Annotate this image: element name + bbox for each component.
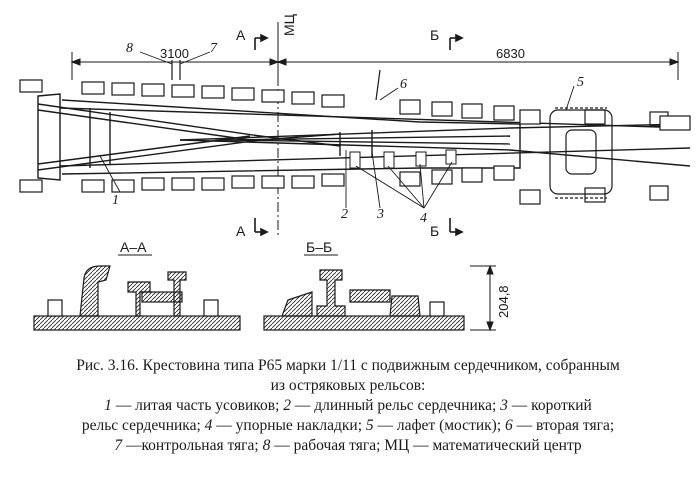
label-6: 6	[400, 77, 407, 92]
caption-legend-line-3: 7 —контрольная тяга; 8 — рабочая тяга; М…	[114, 437, 582, 454]
figure-caption: Рис. 3.16. Крестовина типа Р65 марки 1/1…	[6, 356, 690, 456]
caption-line-2: из остряковых рельсов:	[270, 377, 426, 394]
frog-drawing: 3100 6830 МЦ А А Б Б	[19, 13, 691, 332]
caption-line-1: Рис. 3.16. Крестовина типа Р65 марки 1/1…	[76, 357, 620, 374]
dim-3100: 3100	[160, 46, 189, 61]
section-b-bottom: Б	[430, 223, 439, 239]
label-4: 4	[420, 211, 427, 226]
section-bb-title: Б–Б	[306, 239, 332, 255]
section-marker-b	[449, 33, 464, 237]
section-aa-view	[33, 265, 241, 331]
dim-204-line	[470, 264, 496, 332]
stopper-plates	[349, 149, 457, 169]
caption-legend-line-2: рельс сердечника; 4 — упорные накладки; …	[81, 417, 615, 434]
label-3: 3	[376, 207, 384, 222]
label-mc: МЦ	[281, 13, 297, 36]
lafet-bridge	[549, 107, 613, 199]
label-2: 2	[341, 207, 348, 222]
section-a-top: А	[236, 27, 246, 43]
section-b-top: Б	[430, 27, 439, 43]
point-rails	[179, 123, 691, 167]
label-5: 5	[577, 75, 584, 90]
dim-6830: 6830	[496, 46, 525, 61]
section-aa-title: А–А	[120, 239, 147, 255]
leader-lines	[99, 51, 575, 209]
section-a-bottom: А	[236, 223, 246, 239]
label-7: 7	[210, 41, 218, 56]
ties-top	[19, 79, 669, 127]
rods	[171, 60, 381, 101]
frog-baseplate	[37, 93, 691, 181]
section-marker-a	[254, 33, 269, 237]
dim-204-8: 204,8	[496, 285, 511, 318]
section-bb-view	[263, 269, 465, 331]
caption-legend-line-1: 1 — литая часть усовиков; 2 — длинный ре…	[104, 397, 592, 414]
ties-bottom	[19, 165, 669, 205]
label-1: 1	[112, 193, 119, 208]
end-block	[659, 115, 691, 131]
label-8: 8	[126, 41, 133, 56]
